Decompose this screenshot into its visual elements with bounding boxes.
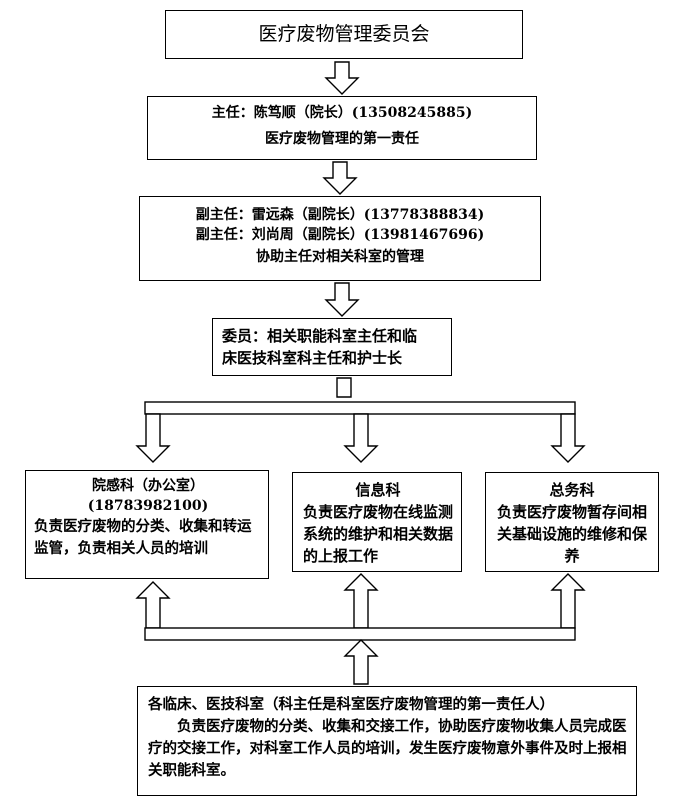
arrow-up-icon xyxy=(343,573,379,629)
infection-dept-box: 院感科（办公室） (18783982100) 负责医疗废物的分类、收集和转运监管… xyxy=(25,470,269,579)
general-dept-duty: 负责医疗废物暂存间相关基础设施的维修和保养 xyxy=(496,503,647,565)
arrow-down-icon xyxy=(324,282,360,317)
members-line-2: 床医技科室科主任和护士长 xyxy=(222,349,403,367)
director-name: 主任：陈笃顺（院长）(13508245885) xyxy=(211,105,473,121)
bottom-bus-bar xyxy=(144,627,576,641)
arrow-up-icon xyxy=(550,573,586,629)
arrow-down-icon xyxy=(336,377,352,398)
deputy-box: 副主任：雷远森（副院长）(13778388834) 副主任：刘尚周（副院长）(1… xyxy=(139,196,541,281)
deputy-name-2: 副主任：刘尚周（副院长）(13981467696) xyxy=(195,227,485,243)
director-box: 主任：陈笃顺（院长）(13508245885) 医疗废物管理的第一责任 xyxy=(147,96,537,160)
committee-box: 医疗废物管理委员会 xyxy=(165,10,523,59)
arrow-down-icon xyxy=(550,413,586,463)
info-dept-box: 信息科 负责医疗废物在线监测系统的维护和相关数据的上报工作 xyxy=(292,472,462,572)
arrow-up-icon xyxy=(343,639,379,685)
members-line-1: 委员：相关职能科室主任和临 xyxy=(222,327,418,345)
general-dept-name: 总务科 xyxy=(549,481,595,499)
members-box: 委员：相关职能科室主任和临 床医技科室科主任和护士长 xyxy=(212,318,452,376)
clinical-depts-duty: 负责医疗废物的分类、收集和交接工作，协助医疗废物收集人员完成医疗的交接工作，对科… xyxy=(148,718,627,779)
clinical-depts-box: 各临床、医技科室（科主任是科室医疗废物管理的第一责任人） 负责医疗废物的分类、收… xyxy=(137,686,637,796)
clinical-depts-title: 各临床、医技科室（科主任是科室医疗废物管理的第一责任人） xyxy=(148,696,554,713)
infection-dept-phone: (18783982100) xyxy=(87,498,209,514)
arrow-up-icon xyxy=(135,581,171,629)
committee-title: 医疗废物管理委员会 xyxy=(258,23,430,45)
arrow-down-icon xyxy=(324,61,360,95)
infection-dept-duty: 负责医疗废物的分类、收集和转运监管，负责相关人员的培训 xyxy=(34,518,252,557)
arrow-down-icon xyxy=(343,413,379,463)
infection-dept-name: 院感科（办公室） xyxy=(92,478,204,494)
deputy-name-1: 副主任：雷远森（副院长）(13778388834) xyxy=(195,207,485,223)
director-role: 医疗废物管理的第一责任 xyxy=(265,131,419,147)
deputy-role: 协助主任对相关科室的管理 xyxy=(256,249,424,265)
info-dept-name: 信息科 xyxy=(355,481,401,499)
top-bus-bar xyxy=(144,401,576,415)
info-dept-duty: 负责医疗废物在线监测系统的维护和相关数据的上报工作 xyxy=(303,503,454,565)
general-dept-box: 总务科 负责医疗废物暂存间相关基础设施的维修和保养 xyxy=(485,472,659,572)
arrow-down-icon xyxy=(322,161,358,195)
arrow-down-icon xyxy=(135,413,171,463)
